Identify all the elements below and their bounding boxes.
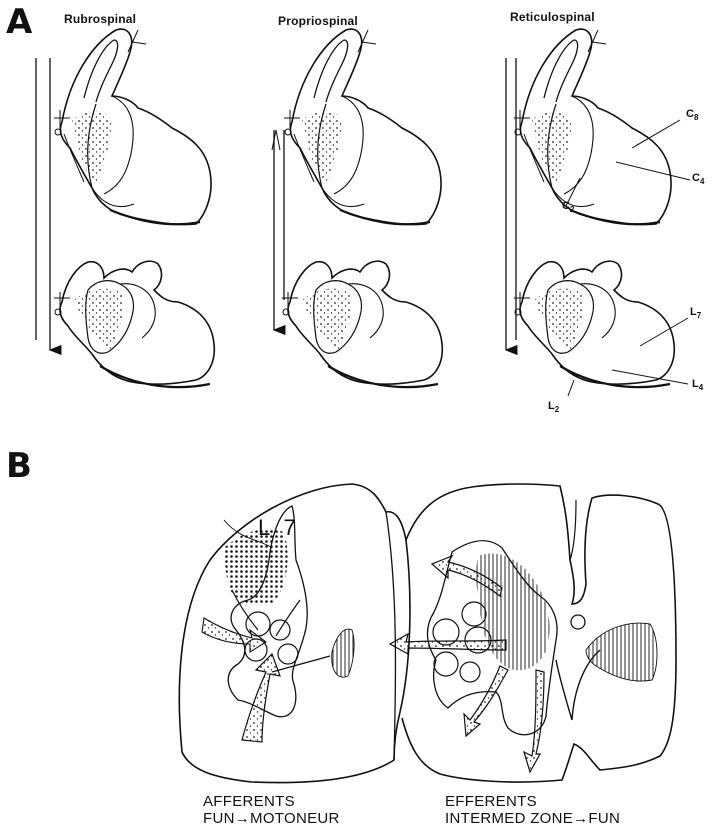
efferents-caption: EFFERENTS INTERMED ZONE→FUN: [445, 793, 620, 827]
efferents-subtitle: INTERMED ZONE→FUN: [445, 810, 620, 827]
efferents-title: EFFERENTS: [445, 793, 620, 810]
afferents-title: AFFERENTS: [203, 793, 340, 810]
afferents-subtitle: FUN→MOTONEUR: [203, 810, 340, 827]
segment-label-l7: L 7: [258, 515, 300, 541]
afferents-caption: AFFERENTS FUN→MOTONEUR: [203, 793, 340, 827]
